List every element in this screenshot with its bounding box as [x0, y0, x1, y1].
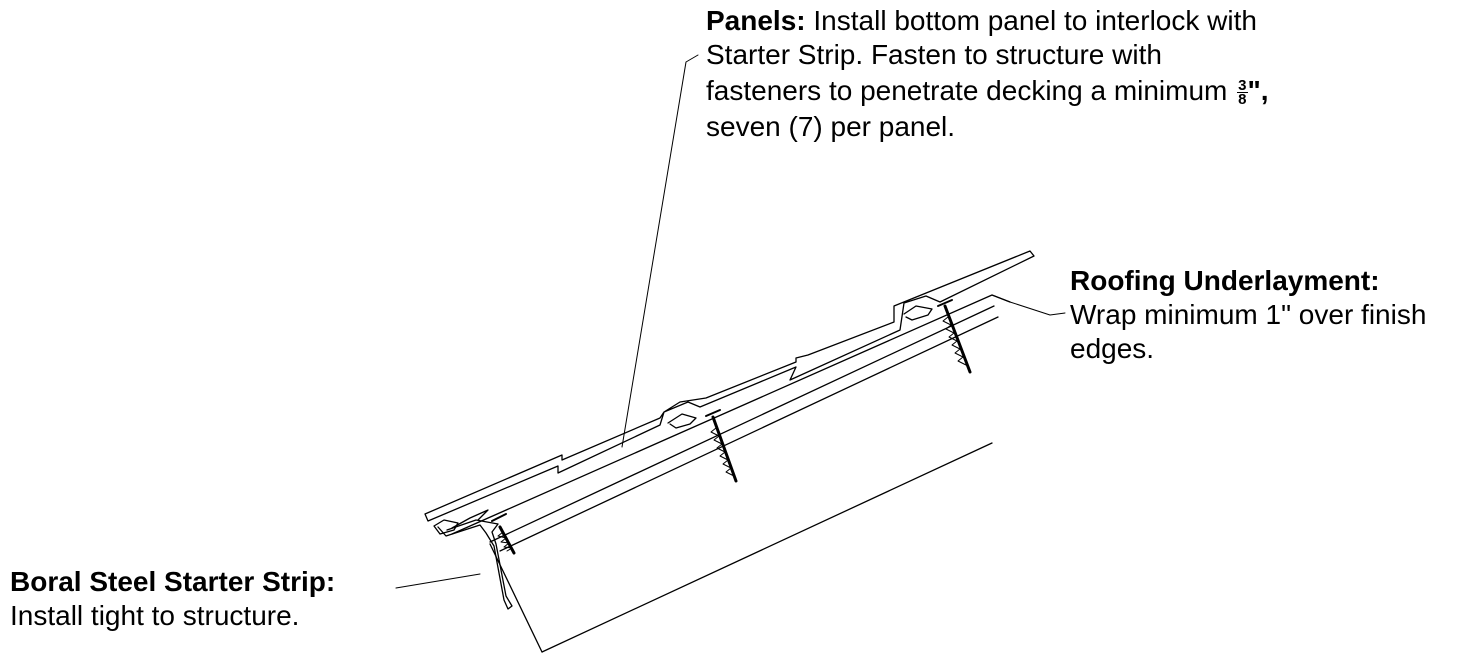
panels-leader: [621, 54, 699, 448]
underlayment-line-2: edges.: [1070, 333, 1155, 364]
underlayment-line-1: Wrap minimum 1" over finish: [1070, 299, 1427, 330]
fascia-line: [541, 442, 993, 653]
starter-strip-callout: Boral Steel Starter Strip: Install tight…: [10, 565, 335, 633]
panels-line-1: Panels: Install bottom panel to interloc…: [706, 5, 1257, 36]
panel-hook-1: [667, 413, 697, 429]
underlayment-leader: [991, 294, 1066, 316]
screw-3: [937, 299, 972, 374]
panels-line-2: Starter Strip. Fasten to structure with: [706, 39, 1162, 70]
panels-line-4: seven (7) per panel.: [706, 111, 956, 142]
starter-strip-inner: [451, 509, 489, 529]
underlayment-heading: Roofing Underlayment:: [1070, 265, 1380, 296]
screw-1: [491, 513, 516, 555]
panels-callout: Panels: Install bottom panel to interloc…: [706, 4, 1269, 144]
panel-hook-2: [903, 305, 933, 321]
underlayment-callout: Roofing Underlayment: Wrap minimum 1" ov…: [1070, 264, 1426, 366]
panels-line-3: fasteners to penetrate decking a minimum…: [706, 75, 1269, 108]
starter-strip: [437, 519, 513, 610]
panel-outer-profile: [424, 250, 1035, 522]
underlayment-line: [451, 294, 1011, 535]
screw-2: [705, 409, 738, 483]
fascia-edge: [489, 543, 543, 653]
starter-heading: Boral Steel Starter Strip:: [10, 566, 336, 597]
roof-deck-top: [489, 305, 995, 543]
roof-deck-bottom: [499, 316, 999, 552]
starter-leader: [395, 573, 481, 589]
starter-line-1: Install tight to structure.: [10, 600, 300, 631]
panels-heading: Panels:: [706, 5, 806, 36]
